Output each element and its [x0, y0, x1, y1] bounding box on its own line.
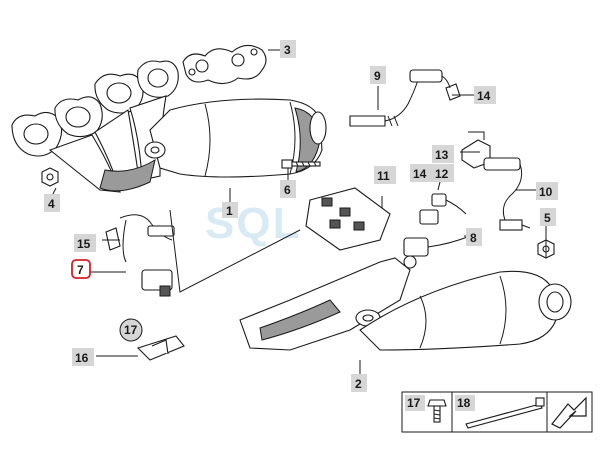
svg-text:12: 12 [435, 167, 449, 181]
svg-text:14: 14 [413, 167, 427, 181]
svg-text:1: 1 [226, 204, 233, 218]
label-15: 15 [74, 234, 96, 252]
svg-text:4: 4 [48, 197, 55, 211]
svg-text:14: 14 [477, 89, 491, 103]
label-9: 9 [370, 66, 386, 84]
bolt-icon [281, 159, 321, 169]
label-10: 10 [536, 182, 558, 200]
svg-text:16: 16 [75, 351, 89, 365]
mounting-bracket [136, 335, 185, 361]
label-11: 11 [374, 166, 396, 184]
front-catalytic-converter [11, 60, 327, 193]
label-5: 5 [540, 208, 556, 226]
heat-shield-bracket [305, 187, 391, 251]
label-16: 16 [72, 348, 94, 366]
cable-tie-icon [465, 397, 545, 429]
svg-text:15: 15 [77, 237, 91, 251]
label-17-circle: 17 [119, 318, 143, 342]
parts-legend: 17 18 [401, 391, 593, 433]
svg-text:6: 6 [284, 183, 291, 197]
svg-text:10: 10 [539, 185, 553, 199]
svg-text:17: 17 [124, 323, 138, 337]
rear-catalytic-converter [239, 257, 572, 351]
cable-clip-upper [441, 75, 461, 101]
watermark: SQL [205, 199, 301, 248]
svg-text:17: 17 [407, 396, 421, 410]
label-13: 13 [432, 145, 454, 163]
svg-text:11: 11 [377, 169, 390, 183]
label-6: 6 [280, 180, 296, 198]
svg-text:9: 9 [374, 69, 381, 83]
manifold-gasket [182, 44, 267, 85]
lower-oxygen-sensor [119, 214, 175, 297]
svg-text:7: 7 [77, 263, 84, 277]
label-4: 4 [44, 194, 60, 212]
svg-text:3: 3 [284, 43, 291, 57]
svg-text:8: 8 [470, 231, 477, 245]
upper-oxygen-sensor [349, 69, 443, 127]
label-3: 3 [280, 40, 296, 58]
sensor-plug [403, 235, 471, 269]
connector-holders [419, 193, 467, 225]
legend-label-17: 17 [405, 395, 425, 411]
label-1: 1 [222, 202, 238, 218]
cable-clip-left [105, 227, 121, 251]
arrow-icon [551, 396, 587, 429]
rear-oxygen-sensor [483, 157, 531, 231]
svg-text:2: 2 [355, 377, 362, 391]
svg-text:5: 5 [544, 211, 551, 225]
label-2: 2 [351, 374, 367, 392]
label-7: 7 [71, 259, 91, 279]
legend-label-18: 18 [455, 395, 475, 411]
hex-nut [41, 167, 59, 187]
label-8: 8 [466, 228, 482, 246]
svg-text:18: 18 [457, 396, 471, 410]
bolt-icon [427, 399, 447, 423]
svg-text:13: 13 [435, 148, 449, 162]
leader-lines [51, 49, 547, 374]
label-14-upper: 14 [474, 86, 496, 104]
label-12: 12 [432, 164, 454, 182]
label-14-mid: 14 [410, 164, 432, 182]
